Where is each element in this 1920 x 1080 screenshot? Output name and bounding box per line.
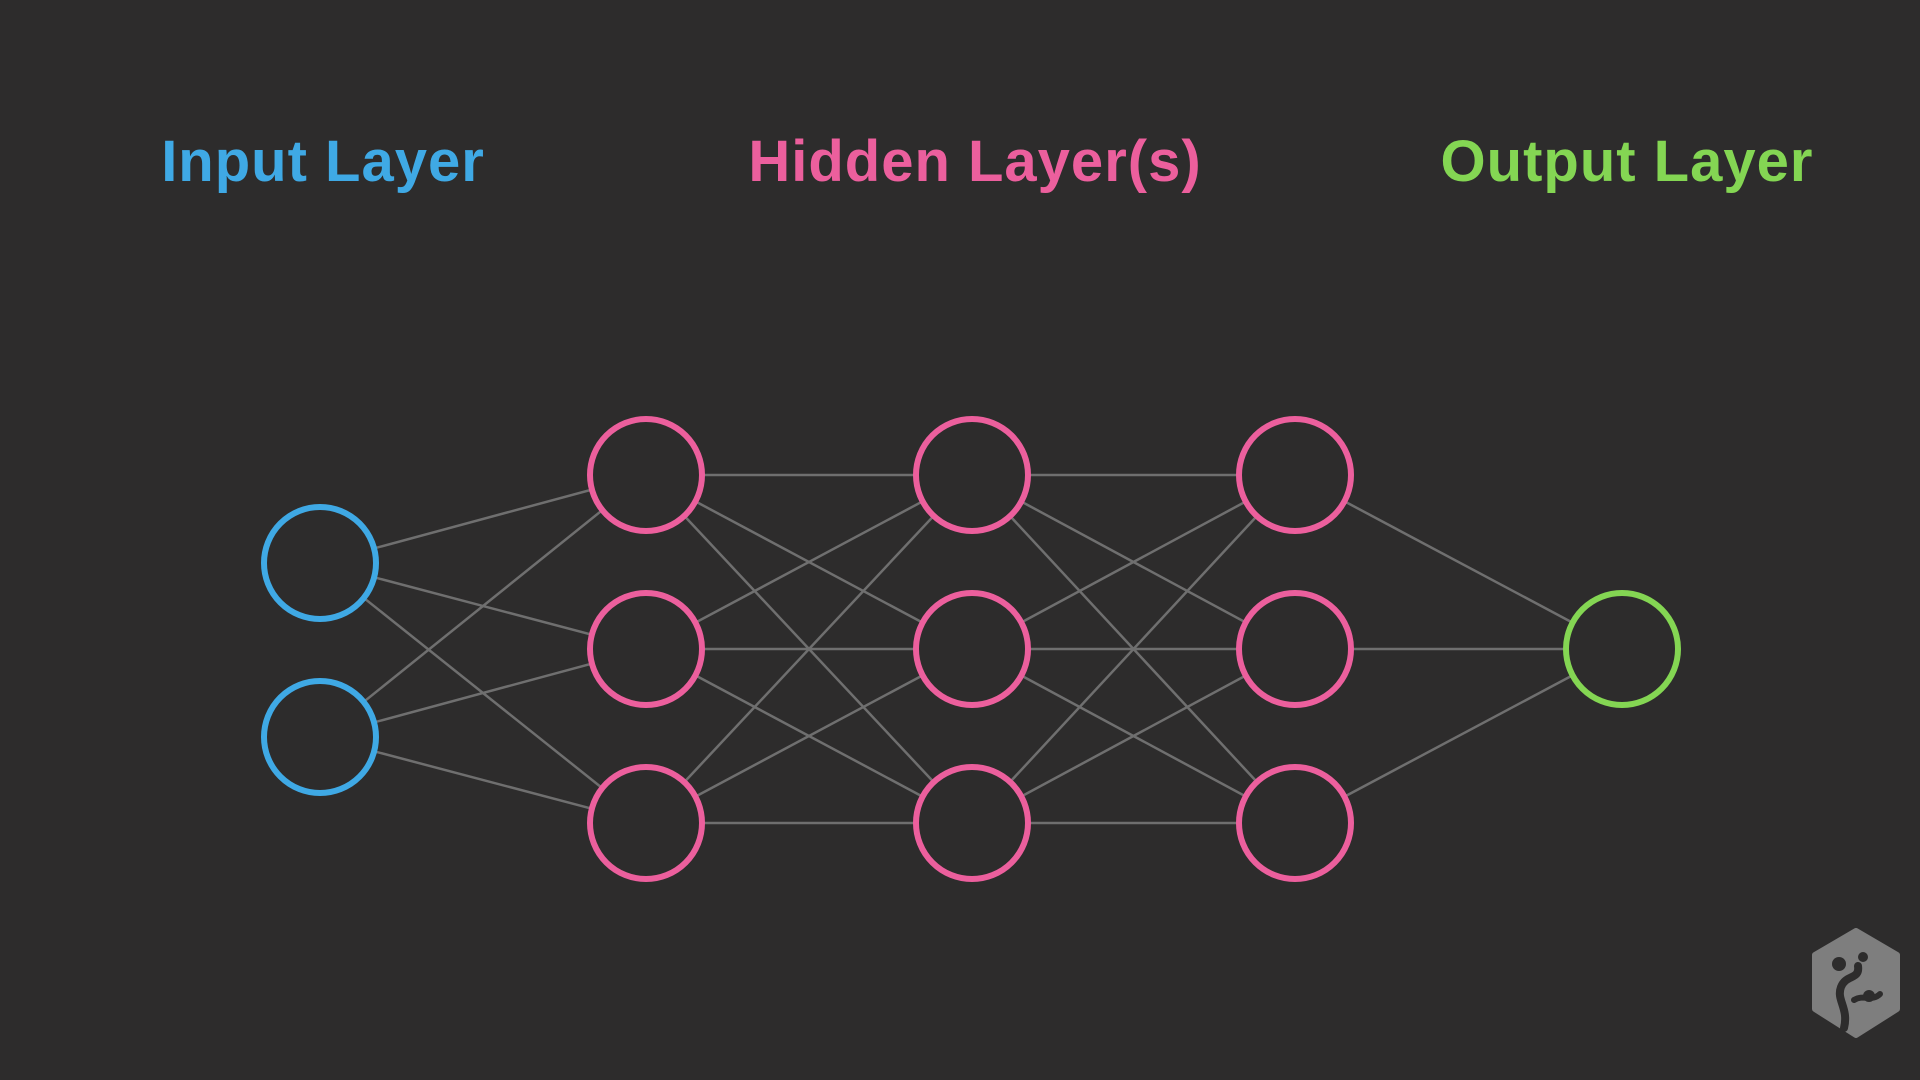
output-layer-label: Output Layer	[1440, 129, 1814, 194]
hidden-1-node	[587, 416, 705, 534]
hidden-1-node	[587, 764, 705, 882]
hidden-1-node	[587, 590, 705, 708]
edge-line	[971, 647, 1296, 825]
edge-line	[1294, 647, 1623, 825]
edge-line	[319, 474, 647, 738]
edge-line	[971, 473, 1296, 651]
edge-line	[971, 474, 1296, 824]
hidden-2-node	[913, 416, 1031, 534]
edge-line	[645, 473, 973, 651]
edge-line	[645, 474, 973, 824]
input-node	[261, 678, 379, 796]
output-node	[1563, 590, 1681, 708]
hidden-2-node	[913, 764, 1031, 882]
edge-line	[645, 647, 973, 825]
hidden-3-node	[1236, 416, 1354, 534]
hidden-2-node	[913, 590, 1031, 708]
treehouse-logo	[1806, 928, 1906, 1038]
hidden-3-node	[1236, 764, 1354, 882]
treehouse-logo-icon	[1812, 928, 1900, 1038]
hidden-3-node	[1236, 590, 1354, 708]
input-layer-label: Input Layer	[161, 129, 485, 194]
edge-line	[1294, 473, 1623, 651]
input-node	[261, 504, 379, 622]
hidden-layer-label: Hidden Layer(s)	[748, 129, 1202, 194]
